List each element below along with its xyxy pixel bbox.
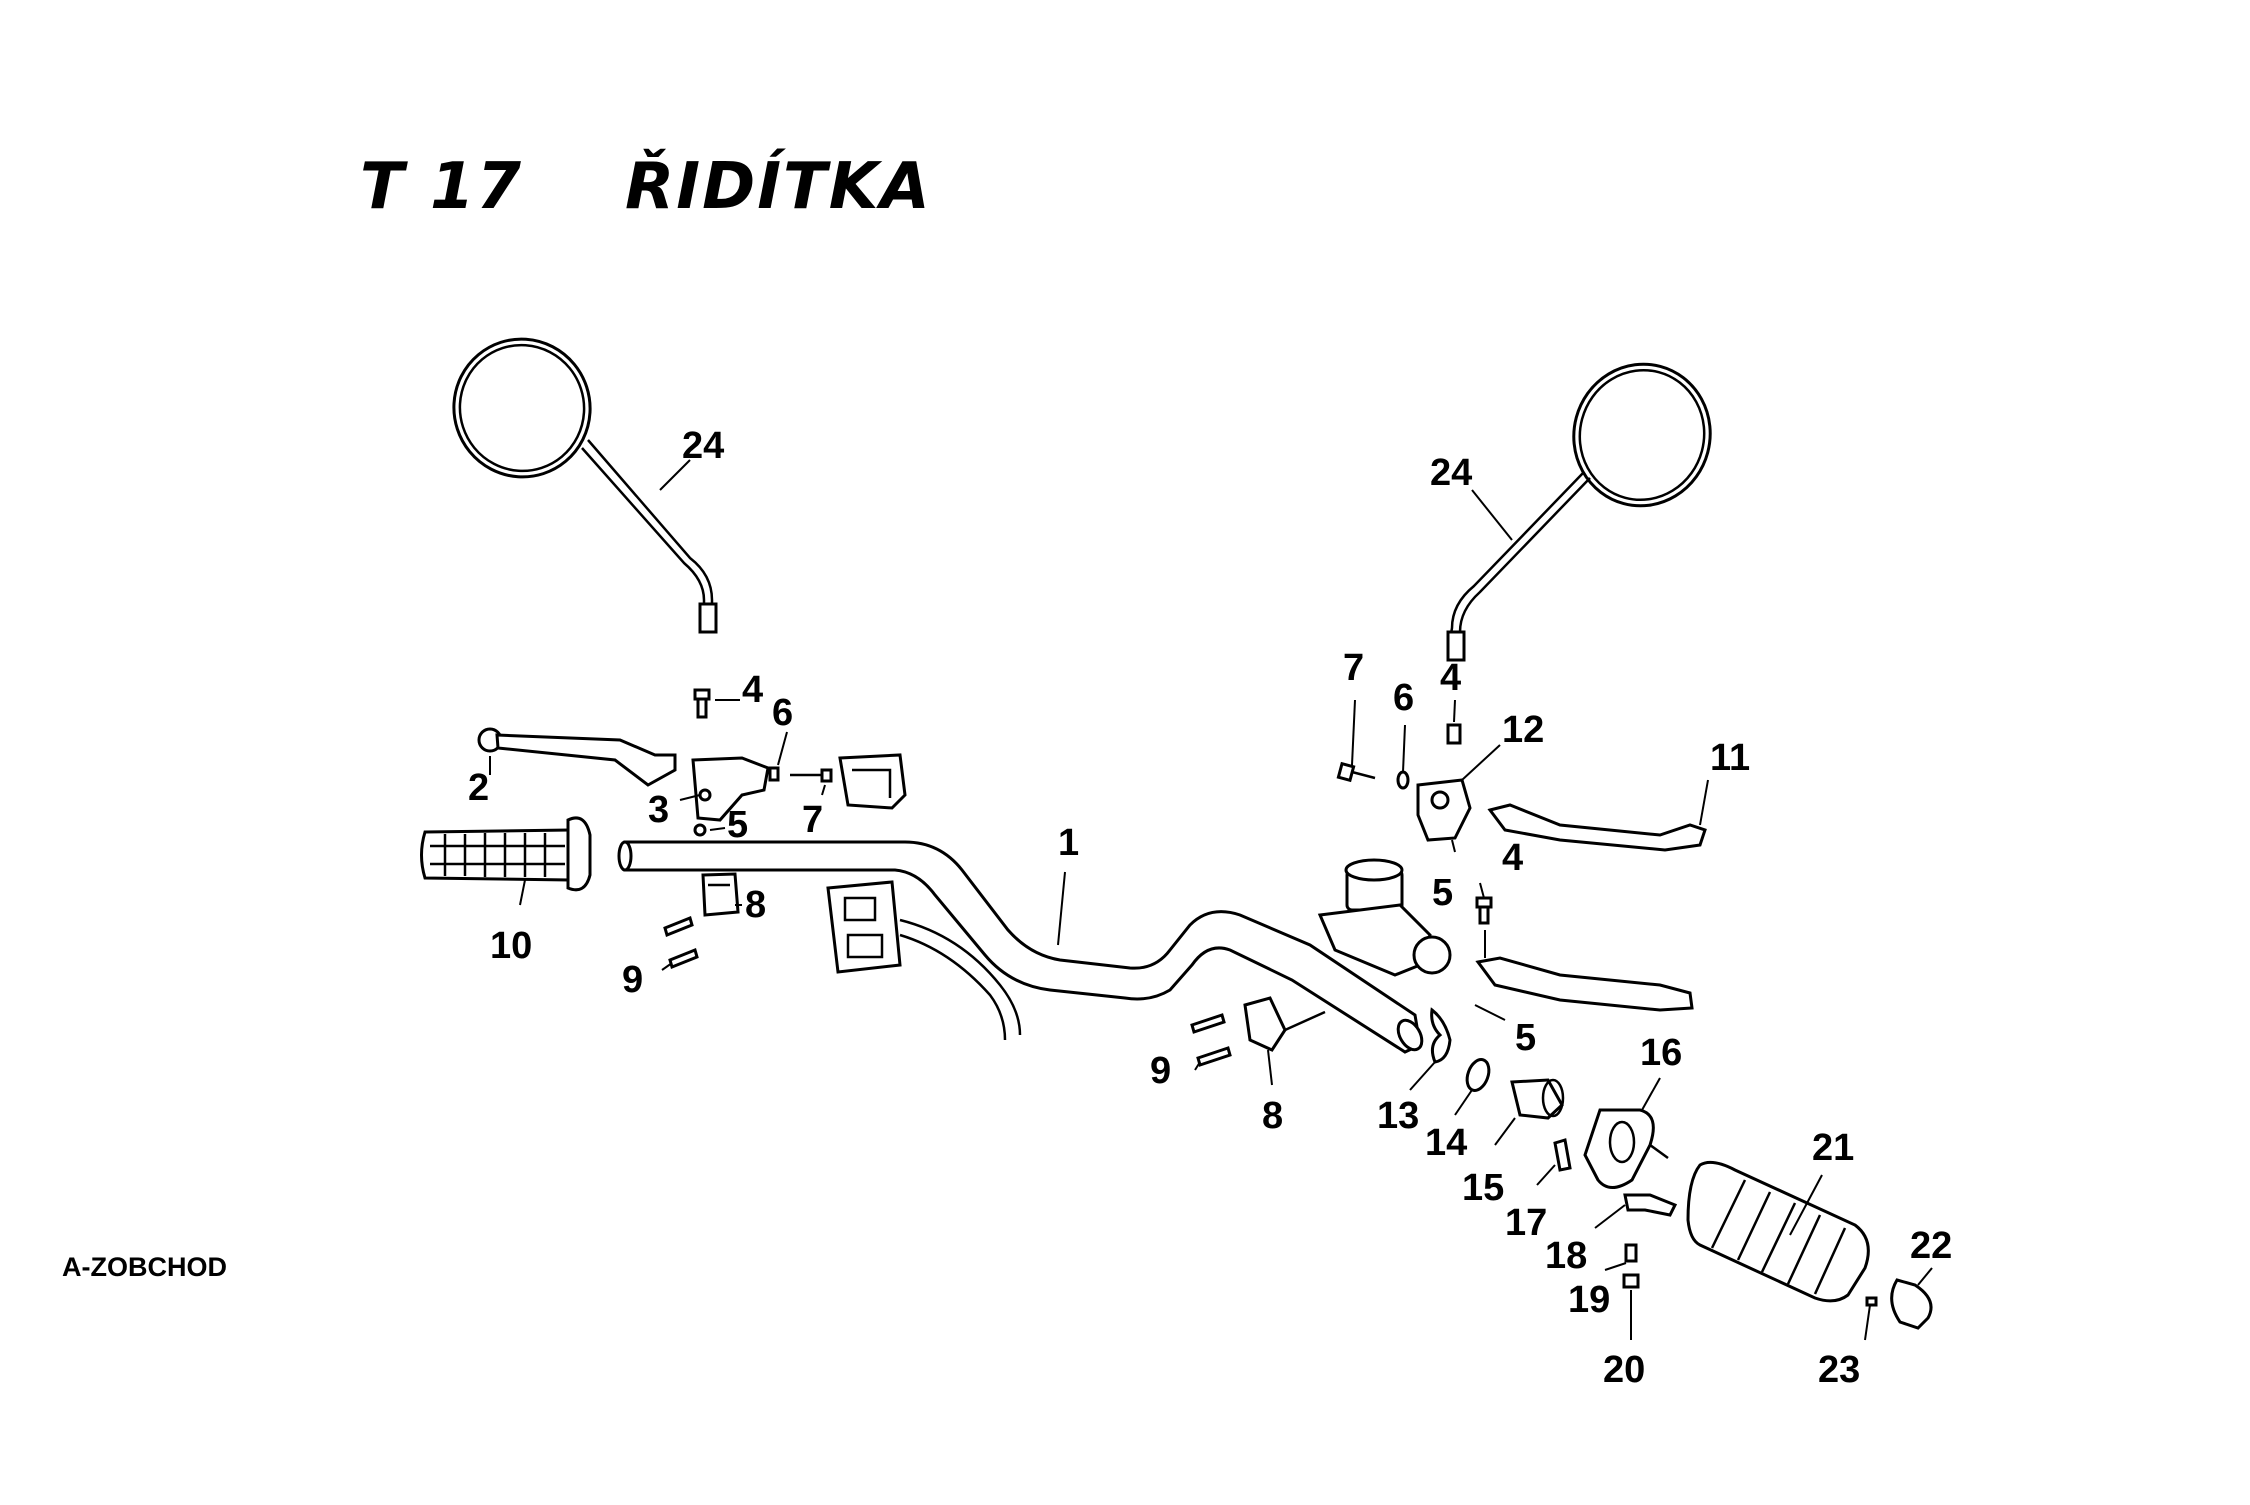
left-lever-bracket <box>691 756 770 822</box>
callout-11: 11 <box>1710 737 1750 779</box>
callout-5-right-upper: 5 <box>1432 872 1453 914</box>
right-bracket-12 <box>1416 778 1472 842</box>
callout-23: 23 <box>1818 1349 1860 1391</box>
callout-7-right: 7 <box>1343 647 1364 689</box>
callout-24-right: 24 <box>1430 452 1472 494</box>
right-clamp-8 <box>1243 996 1326 1052</box>
right-bolt-4-upper <box>1446 723 1462 745</box>
right-washer-6 <box>1396 770 1410 790</box>
callout-22: 22 <box>1910 1225 1952 1267</box>
callout-4-right-lower: 4 <box>1502 837 1523 879</box>
left-bolt-4 <box>693 688 711 719</box>
callout-1: 1 <box>1058 822 1079 864</box>
nut-20 <box>1622 1273 1640 1289</box>
right-grip-21 <box>1686 1160 1870 1303</box>
left-screw-7 <box>790 768 833 783</box>
bolt-19 <box>1624 1243 1638 1263</box>
end-cap-22 <box>1890 1278 1933 1330</box>
brake-lever <box>1475 956 1694 1012</box>
callout-15: 15 <box>1462 1167 1504 1209</box>
callout-3: 3 <box>648 789 669 831</box>
diagram-title: ŘIDÍTKA <box>625 150 932 224</box>
throttle-cable-13 <box>1430 1007 1452 1064</box>
callout-12: 12 <box>1502 709 1544 751</box>
callout-16: 16 <box>1640 1032 1682 1074</box>
callout-7-left: 7 <box>802 799 823 841</box>
throttle-housing-16 <box>1583 1108 1669 1189</box>
ring-14 <box>1465 1058 1491 1092</box>
callout-5-left: 5 <box>727 804 748 846</box>
callout-13: 13 <box>1377 1095 1419 1137</box>
callout-18: 18 <box>1545 1235 1587 1277</box>
sleeve-15 <box>1510 1078 1565 1120</box>
callout-10: 10 <box>490 925 532 967</box>
callout-5-right-lower: 5 <box>1515 1017 1536 1059</box>
callout-14: 14 <box>1425 1122 1467 1164</box>
diagram-code: T 17 <box>360 150 523 224</box>
right-lever-11 <box>1487 803 1707 852</box>
callout-9-right: 9 <box>1150 1050 1171 1092</box>
callout-9-left: 9 <box>622 959 643 1001</box>
screw-23 <box>1865 1296 1878 1307</box>
callout-6-left: 6 <box>772 692 793 734</box>
callout-4-left: 4 <box>742 669 763 711</box>
callout-labels: 1 2 3 4 6 5 7 8 10 9 24 24 7 6 4 12 11 5… <box>468 425 1952 1391</box>
handlebar <box>617 840 1424 1054</box>
callout-21: 21 <box>1812 1127 1854 1169</box>
left-clamp-upper <box>838 753 907 810</box>
switch-housing <box>826 880 1022 1041</box>
left-screws-9 <box>663 915 699 970</box>
right-bolt-4-lower <box>1475 896 1493 925</box>
callout-24-left: 24 <box>682 425 724 467</box>
callout-4-right-upper: 4 <box>1440 657 1461 699</box>
left-washer-6 <box>768 766 780 782</box>
left-grip <box>420 816 592 892</box>
callout-6-right: 6 <box>1393 677 1414 719</box>
callout-8-left: 8 <box>745 884 766 926</box>
clip-18 <box>1623 1193 1678 1217</box>
callout-20: 20 <box>1603 1349 1645 1391</box>
callout-17: 17 <box>1505 1202 1547 1244</box>
callout-2: 2 <box>468 767 489 809</box>
right-bolt-7 <box>1336 761 1376 783</box>
watermark-text: A-ZOBCHOD <box>62 1252 227 1282</box>
left-mirror <box>452 337 718 634</box>
right-mirror <box>1446 362 1712 662</box>
left-clamp-lower <box>701 872 740 917</box>
screw-17 <box>1553 1138 1572 1172</box>
left-lever <box>477 727 677 787</box>
left-nut-5 <box>693 823 707 837</box>
callout-8-right: 8 <box>1262 1095 1283 1137</box>
leader-lines <box>489 459 1933 1341</box>
right-screws-9 <box>1190 1013 1232 1067</box>
master-cylinder <box>1317 858 1452 977</box>
callout-19: 19 <box>1568 1279 1610 1321</box>
